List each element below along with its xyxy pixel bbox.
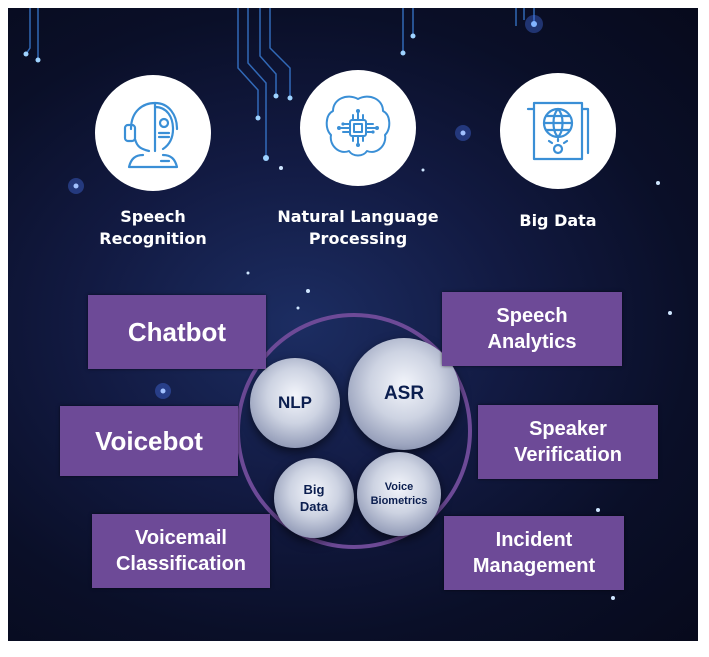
nlp-icon-circle — [300, 70, 416, 186]
speech-recognition-icon-circle — [95, 75, 211, 191]
sphere-big-data: Big Data — [274, 458, 354, 538]
infographic-canvas: Speech Recognition Natural Language Proc… — [8, 8, 698, 641]
incident-management-box: Incident Management — [444, 516, 624, 590]
sphere-voice-biometrics: Voice Biometrics — [357, 452, 441, 536]
big-data-label: Big Data — [519, 211, 597, 230]
sphere-nlp: NLP — [250, 358, 340, 448]
voicemail-classification-box: Voicemail Classification — [92, 514, 270, 588]
headset-robot-icon — [123, 101, 179, 169]
speech-analytics-box: Speech Analytics — [442, 292, 622, 366]
big-data-icon-circle — [500, 73, 616, 189]
speech-recognition-label: Speech Recognition — [99, 207, 207, 248]
technology-ring — [236, 313, 472, 549]
brain-chip-icon — [325, 95, 391, 157]
globe-document-icon — [526, 101, 590, 161]
speaker-verification-box: Speaker Verification — [478, 405, 658, 479]
chatbot-box: Chatbot — [88, 295, 266, 369]
voicebot-box: Voicebot — [60, 406, 238, 476]
nlp-label: Natural Language Processing — [277, 207, 439, 248]
sphere-asr: ASR — [348, 338, 460, 450]
circuit-lines-background — [23, 8, 672, 600]
